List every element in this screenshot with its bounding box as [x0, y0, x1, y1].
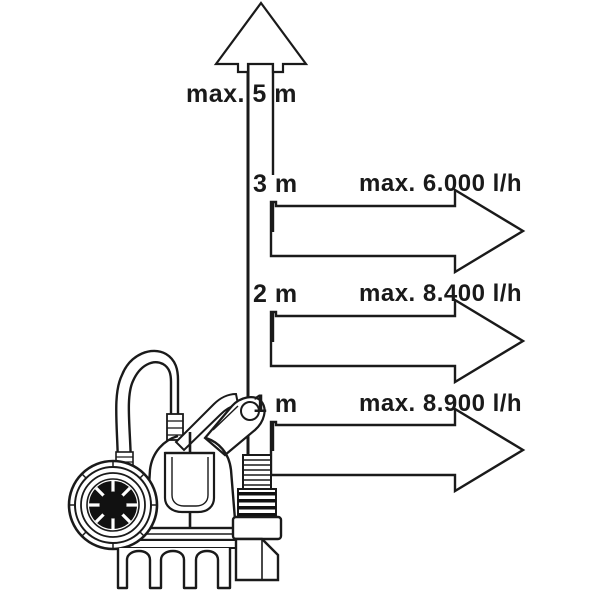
impeller-strainer — [67, 459, 159, 551]
flow-arrow-3m — [269, 187, 526, 275]
height-label-1m: 1 m — [253, 390, 298, 418]
flow-label-2m: max. 8.400 l/h — [359, 280, 523, 307]
riser-pipe — [246, 62, 275, 462]
flow-arrow-2m — [269, 297, 526, 385]
flow-label-1m: max. 8.900 l/h — [359, 390, 523, 417]
height-label-2m: 2 m — [253, 280, 298, 308]
discharge-port — [231, 454, 283, 582]
up-arrow-icon — [213, 1, 309, 74]
submersible-pump-illustration — [67, 349, 283, 590]
flow-label-3m: max. 6.000 l/h — [359, 170, 523, 197]
flow-arrow-1m — [269, 406, 526, 494]
float-switch — [174, 392, 266, 457]
inner-column — [163, 432, 216, 530]
base-feet — [116, 548, 232, 590]
max-head-label: max. 5 m — [186, 80, 298, 108]
height-label-3m: 3 m — [253, 170, 298, 198]
